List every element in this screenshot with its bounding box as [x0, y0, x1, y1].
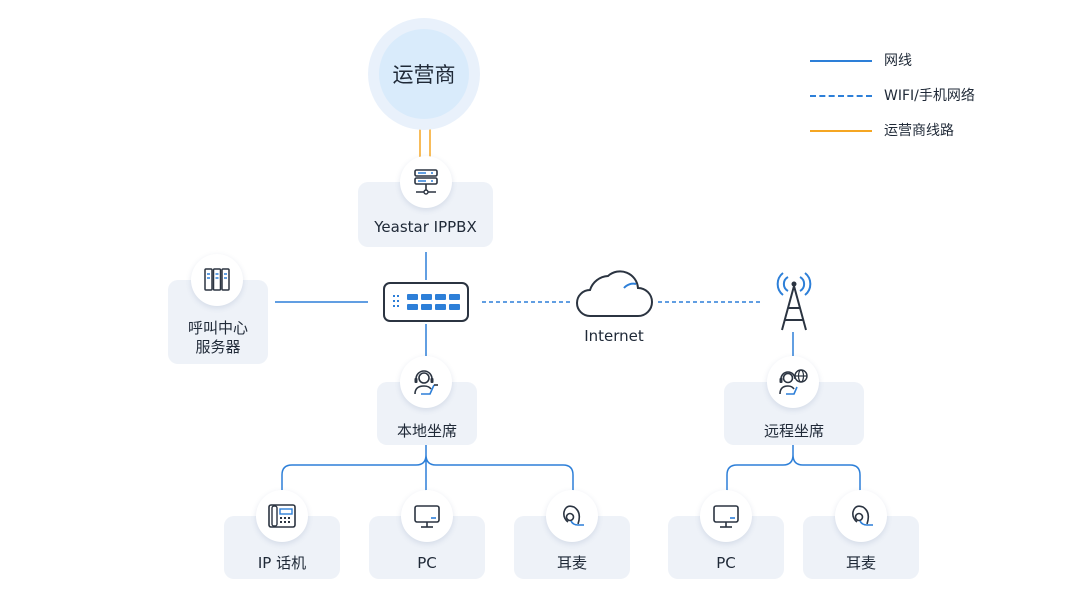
- remote-agent-icon: [767, 356, 819, 408]
- legend-label: 运营商线路: [884, 123, 954, 139]
- monitor-icon: [401, 490, 453, 542]
- pbx-label: Yeastar IPPBX: [374, 218, 477, 236]
- server-icon: [400, 156, 452, 208]
- legend-label: WIFI/手机网络: [884, 88, 975, 104]
- local-agent-label: 本地坐席: [396, 422, 457, 440]
- headset-icon: [546, 490, 598, 542]
- callcenter-node: 呼叫中心 服务器: [168, 280, 268, 364]
- pbx-node: Yeastar IPPBX: [358, 182, 493, 247]
- tower-icon: [766, 268, 822, 336]
- monitor-icon: [700, 490, 752, 542]
- pc-remote-label: PC: [716, 554, 736, 572]
- headset-remote-label: 耳麦: [845, 554, 876, 572]
- carrier-node: 运营商: [368, 18, 480, 130]
- legend-label: 网线: [884, 53, 912, 69]
- callcenter-label-2: 服务器: [195, 338, 241, 356]
- carrier-label: 运营商: [379, 29, 469, 119]
- ip-phone-label: IP 话机: [257, 554, 307, 572]
- legend-swatch: [810, 60, 872, 62]
- callcenter-label-1: 呼叫中心: [187, 319, 248, 337]
- headset-local-label: 耳麦: [556, 554, 587, 572]
- switch-icon: [383, 282, 469, 322]
- legend-swatch: [810, 95, 872, 97]
- headset-icon: [835, 490, 887, 542]
- internet-label: Internet: [584, 327, 644, 345]
- remote-tree: [726, 445, 861, 494]
- ip-phone-icon: [256, 490, 308, 542]
- remote-agent-label: 远程坐席: [763, 422, 824, 440]
- rack-server-icon: [191, 254, 243, 306]
- agent-headset-icon: [400, 356, 452, 408]
- local-tree: [281, 445, 574, 494]
- legend-swatch: [810, 130, 872, 132]
- cloud-icon: [572, 262, 656, 326]
- pc-local-label: PC: [417, 554, 437, 572]
- remote-agent-node: 远程坐席: [724, 382, 864, 445]
